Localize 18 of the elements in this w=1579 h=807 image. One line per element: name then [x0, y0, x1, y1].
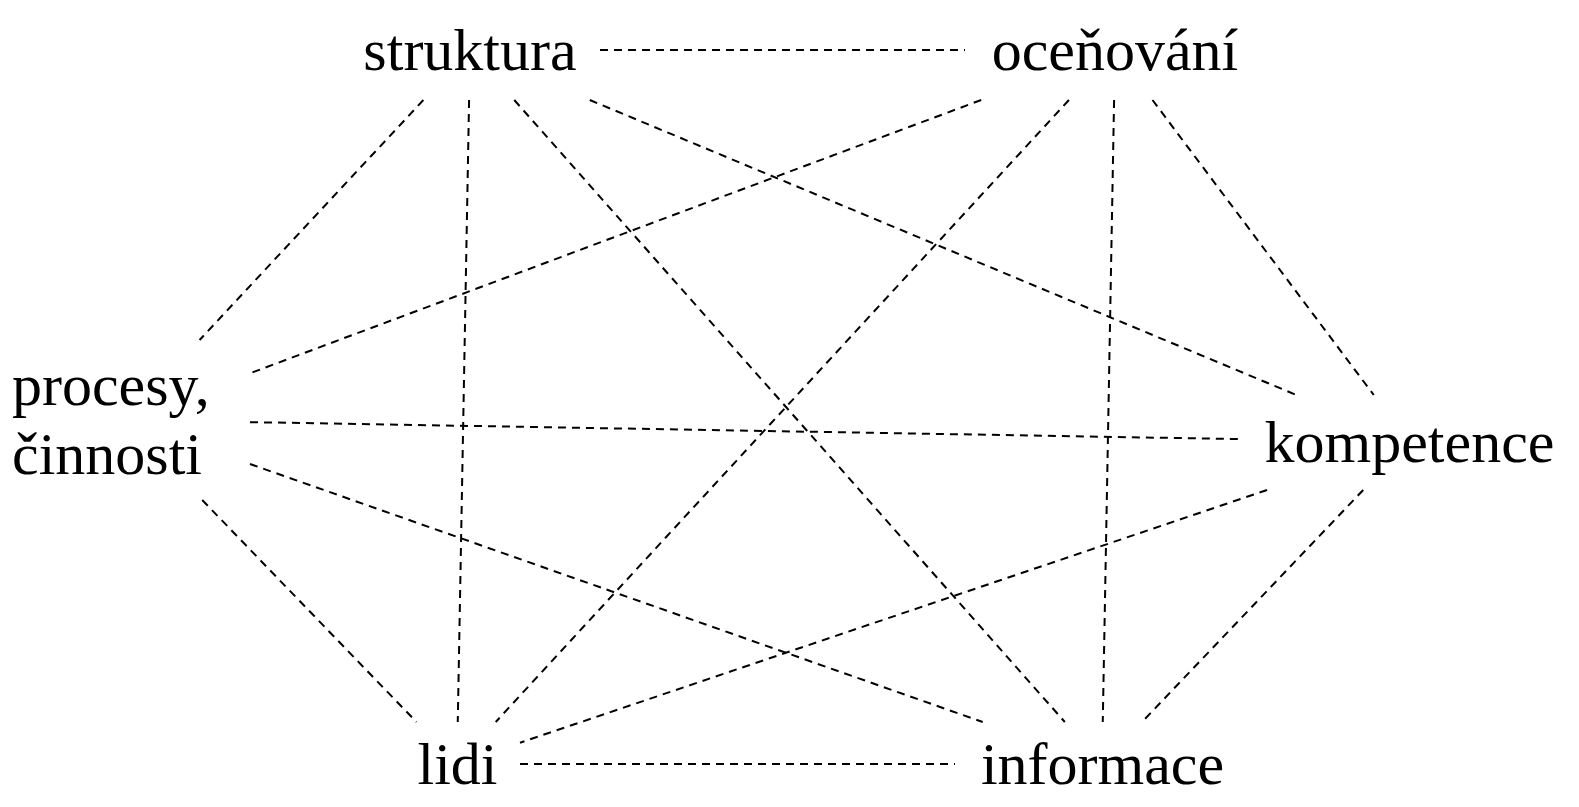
concept-label: informace [980, 729, 1225, 799]
dashed-connector [519, 763, 956, 765]
dashed-connector [599, 49, 966, 51]
dashed-connector [249, 99, 983, 375]
dashed-connector [1151, 99, 1375, 396]
concept-label: struktura [363, 15, 577, 85]
dashed-connector [198, 99, 425, 341]
dashed-connector [249, 463, 984, 723]
dashed-connector [201, 499, 418, 723]
dashed-connector [456, 99, 471, 723]
dashed-connector [249, 421, 1241, 441]
concept-label: kompetence [1264, 408, 1555, 477]
concept-label: procesy, činnosti [12, 351, 211, 489]
dashed-connector [588, 99, 1298, 396]
dashed-connector [1101, 99, 1116, 723]
concept-label: lidi [417, 729, 498, 799]
concept-label: oceňování [991, 15, 1239, 85]
dashed-connector [519, 489, 1269, 744]
